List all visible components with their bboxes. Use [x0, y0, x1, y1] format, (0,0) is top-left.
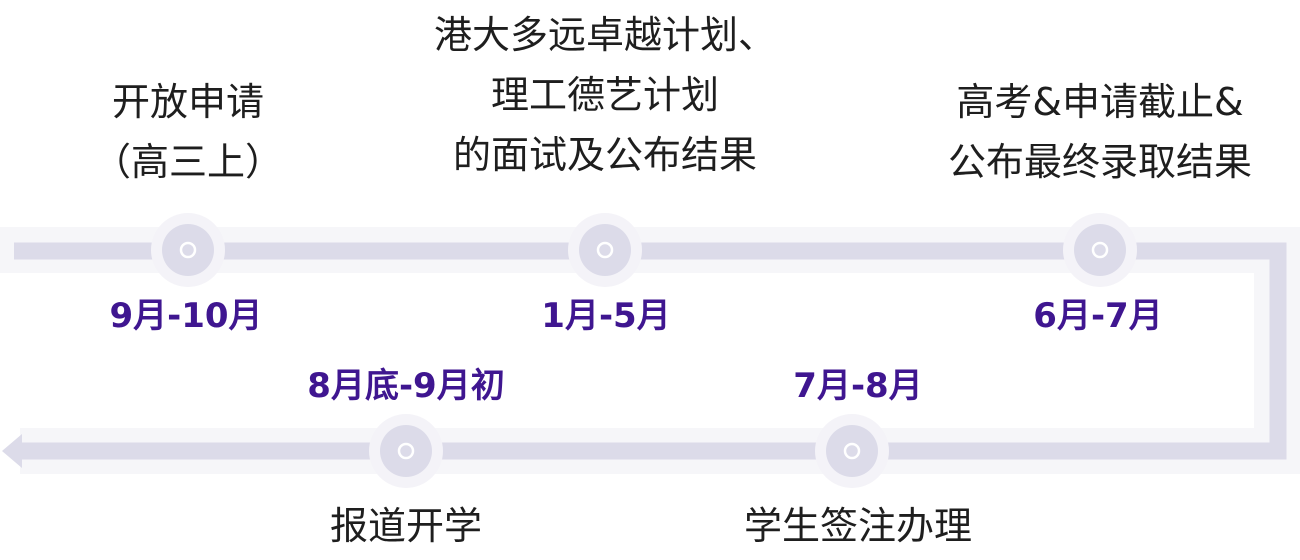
milestone-node: [1063, 213, 1137, 287]
milestone-title: 学生签注办理: [744, 496, 972, 556]
milestone-title: 港大多远卓越计划、 理工德艺计划 的面试及公布结果: [434, 5, 776, 185]
title-line: 港大多远卓越计划、: [433, 13, 777, 57]
milestone-node: [815, 414, 889, 488]
title-line: 高考&申请截止&: [956, 80, 1244, 124]
title-line: 公布最终录取结果: [947, 140, 1253, 184]
title-line: 报道开学: [329, 504, 483, 548]
milestone-date: 7月-8月: [793, 366, 923, 406]
milestone-title: 开放申请 （高三上）: [93, 72, 283, 192]
milestone-date: 8月底-9月初: [307, 366, 505, 406]
title-line: 的面试及公布结果: [452, 133, 758, 177]
milestone-title: 报道开学: [330, 496, 482, 556]
milestone-title: 高考&申请截止& 公布最终录取结果: [948, 72, 1252, 192]
arrow-left-icon: [2, 434, 22, 468]
milestone-date: 1月-5月: [541, 296, 671, 336]
milestone-date: 6月-7月: [1033, 296, 1163, 336]
title-line: 开放申请: [111, 80, 265, 124]
title-line: 学生签注办理: [743, 504, 973, 548]
title-line: 理工德艺计划: [490, 73, 720, 117]
milestone-node: [568, 213, 642, 287]
milestone-node: [151, 213, 225, 287]
milestone-node: [369, 414, 443, 488]
title-line: （高三上）: [92, 140, 284, 184]
milestone-date: 9月-10月: [109, 296, 263, 336]
